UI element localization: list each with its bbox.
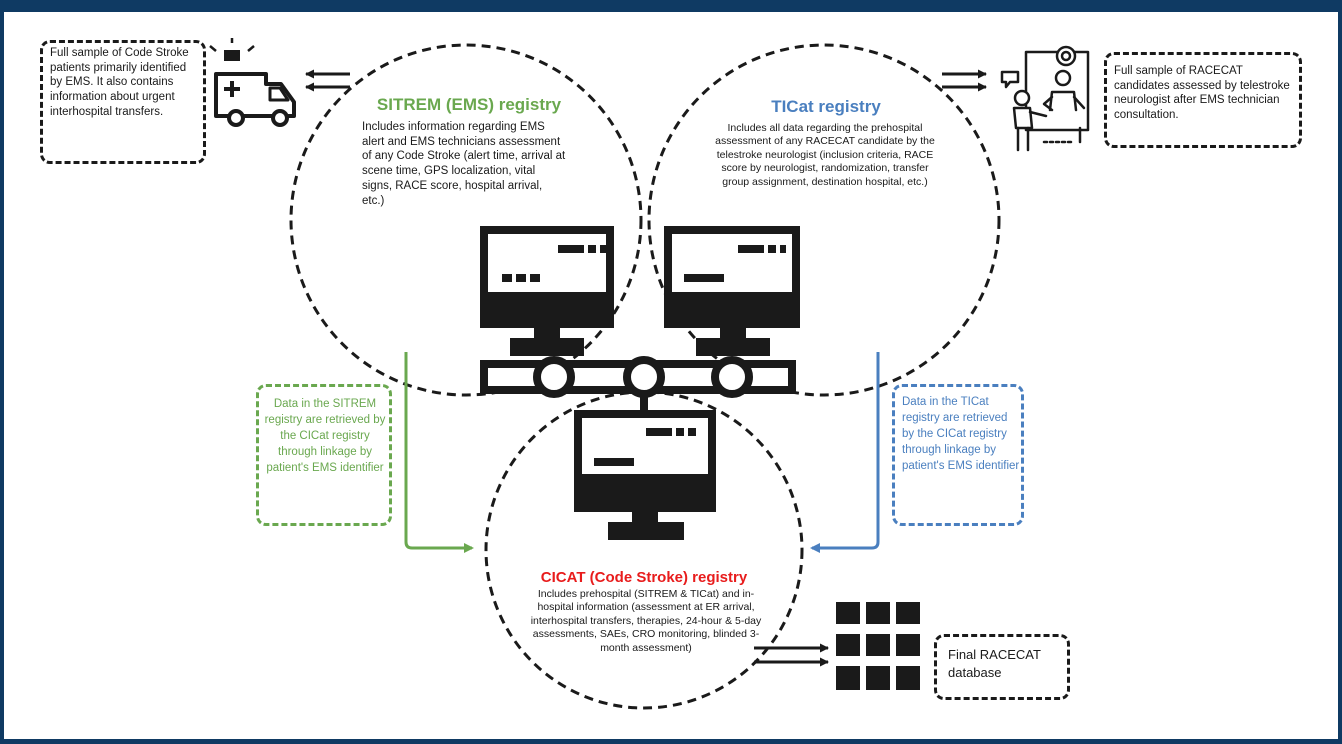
cicat-registry-title: CICAT (Code Stroke) registry bbox=[540, 569, 748, 586]
telestroke-neurologist-icon bbox=[1000, 45, 1090, 152]
sitrem-linkage-text: Data in the SITREM registry are retrieve… bbox=[264, 398, 386, 475]
racecat-source-text: Full sample of RACECAT candidates assess… bbox=[1114, 65, 1290, 122]
computer-icon bbox=[480, 226, 614, 356]
database-grid-icon bbox=[836, 602, 920, 690]
ems-source-box bbox=[40, 40, 206, 164]
final-database-label: Final RACECAT database bbox=[948, 647, 1041, 680]
ticat-linkage-text: Data in the TICat registry are retrieved… bbox=[902, 396, 1020, 473]
ticat-registry-title: TICat registry bbox=[771, 97, 881, 116]
sitrem-registry-circle bbox=[289, 43, 643, 397]
computer-icon bbox=[574, 410, 716, 540]
computer-icon bbox=[664, 226, 800, 356]
racecat-source-box bbox=[1104, 52, 1302, 148]
sitrem-linkage-arrow bbox=[404, 352, 474, 553]
sitrem-linkage-box bbox=[256, 384, 392, 526]
diagram-canvas: Full sample of Code Stroke patients prim… bbox=[4, 12, 1338, 739]
diagram-graphics bbox=[209, 38, 1090, 710]
ems-source-text: Full sample of Code Stroke patients prim… bbox=[50, 47, 189, 118]
ticat-registry-circle bbox=[647, 43, 1001, 397]
ticat-registry-body: Includes all data regarding the prehospi… bbox=[715, 122, 935, 188]
cicat-registry-circle bbox=[484, 390, 804, 710]
sitrem-registry-title: SITREM (EMS) registry bbox=[376, 95, 562, 114]
cicat-registry-body: Includes prehospital (SITREM & TICat) an… bbox=[530, 588, 762, 654]
sitrem-registry-body: Includes information regarding EMS alert… bbox=[362, 121, 566, 207]
ticat-linkage-arrow bbox=[810, 352, 880, 553]
ambulance-icon bbox=[209, 38, 296, 127]
final-database-box bbox=[934, 634, 1070, 700]
network-bus bbox=[480, 356, 796, 410]
ticat-linkage-box bbox=[892, 384, 1024, 526]
